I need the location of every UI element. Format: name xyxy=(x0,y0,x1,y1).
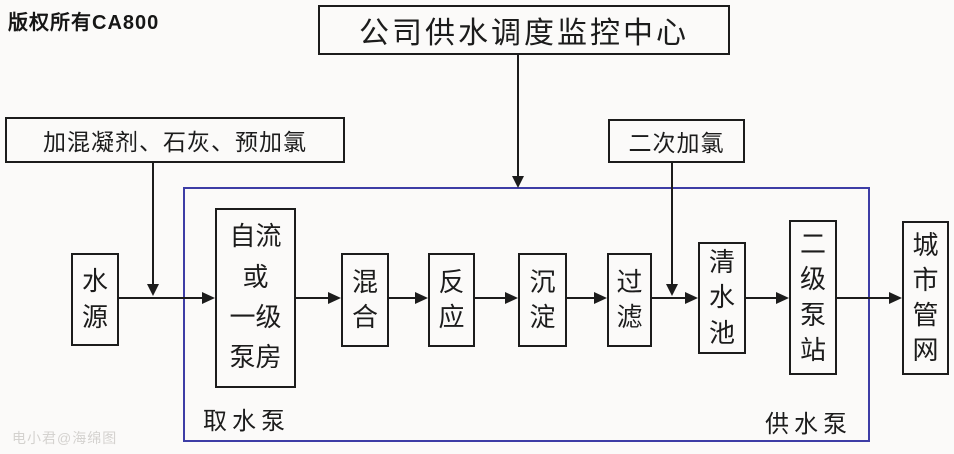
flow-arrow-source-to-pumphouse xyxy=(202,292,215,304)
flow-arrow-sedimentation-to-filtration xyxy=(594,292,607,304)
node-reaction: 反 应 xyxy=(428,253,475,347)
flow-line-pumphouse-to-mixing xyxy=(296,297,328,299)
rechlorination-down-arrow xyxy=(666,284,678,296)
flow-arrow-filtration-to-pool xyxy=(685,292,698,304)
rechlorination-annotation-box: 二次加氯 xyxy=(608,119,745,163)
monitoring-center-box: 公司供水调度监控中心 xyxy=(318,5,730,55)
node-city-pipe-network: 城 市 管 网 xyxy=(902,221,949,375)
flow-arrow-reaction-to-sedimentation xyxy=(505,292,518,304)
flow-line-pumpstation-to-city xyxy=(837,297,889,299)
copyright-text: 版权所有CA800 xyxy=(8,12,160,34)
rechlorination-connector-line xyxy=(671,163,673,284)
node-water-source: 水 源 xyxy=(71,253,119,346)
plant-boundary-rect xyxy=(183,187,870,442)
node-filtration: 过 滤 xyxy=(607,253,652,347)
flow-arrow-pumphouse-to-mixing xyxy=(328,292,341,304)
watermark-text: 电小君@海绵图 xyxy=(12,430,118,446)
rechlorination-annotation-label: 二次加氯 xyxy=(628,131,725,156)
supply-pump-label: 供水泵 xyxy=(765,412,852,438)
node-sedimentation: 沉 淀 xyxy=(518,253,567,347)
flow-line-reaction-to-sedimentation xyxy=(475,297,505,299)
flow-arrow-mixing-to-reaction xyxy=(415,292,428,304)
flow-line-sedimentation-to-filtration xyxy=(567,297,594,299)
flow-line-mixing-to-reaction xyxy=(389,297,415,299)
flow-line-source-to-pumphouse xyxy=(119,297,202,299)
dosing-annotation-box: 加混凝剂、石灰、预加氯 xyxy=(5,117,345,163)
dosing-annotation-label: 加混凝剂、石灰、预加氯 xyxy=(43,130,307,155)
monitoring-center-connector-line xyxy=(517,55,519,176)
flow-arrow-pumpstation-to-city xyxy=(889,292,902,304)
flow-line-pool-to-pumpstation xyxy=(746,297,776,299)
dosing-connector-line xyxy=(152,163,154,284)
node-mixing: 混 合 xyxy=(341,253,389,347)
node-secondary-pump-station: 二 级 泵 站 xyxy=(789,220,837,375)
node-gravity-or-primary-pump-house: 自流 或 一级 泵房 xyxy=(215,208,296,388)
node-clear-water-pool: 清 水 池 xyxy=(698,242,746,354)
flow-arrow-pool-to-pumpstation xyxy=(776,292,789,304)
intake-pump-label: 取水泵 xyxy=(203,409,290,435)
monitoring-center-label: 公司供水调度监控中心 xyxy=(359,17,689,50)
flow-line-filtration-to-pool xyxy=(652,297,685,299)
monitoring-center-down-arrow xyxy=(512,176,524,188)
dosing-down-arrow xyxy=(147,284,159,296)
